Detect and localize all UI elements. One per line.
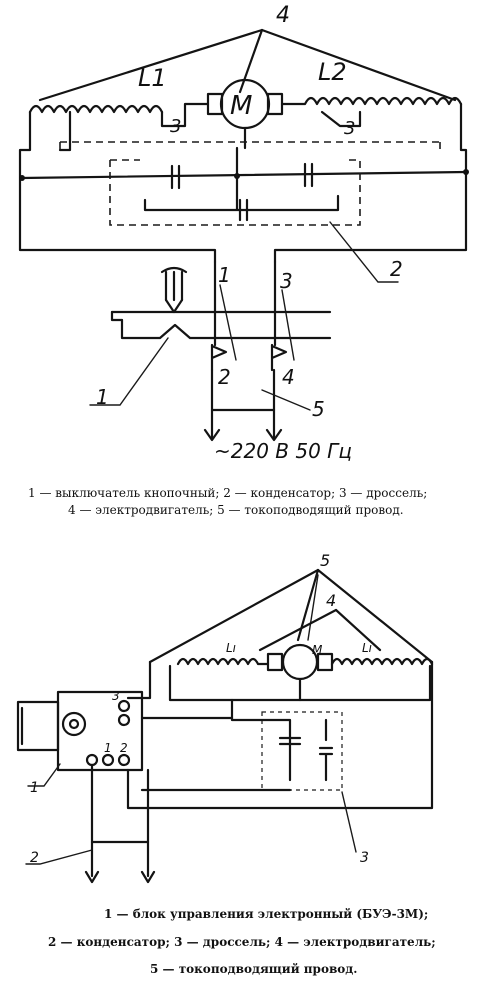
label-5-cord: 5	[312, 397, 325, 421]
label-4-terminal: 4	[282, 365, 295, 389]
wire-4-left	[258, 608, 338, 652]
motor-2-label: M	[312, 643, 323, 657]
wire-top-right	[260, 28, 457, 102]
caption-1-line-1: 1 — выключатель кнопочный; 2 — конденсат…	[28, 486, 427, 500]
label-5-top: 5	[320, 551, 330, 570]
wire-5-right	[316, 568, 434, 664]
terminal-1-label: 1	[104, 741, 112, 755]
wire-top-motor	[238, 28, 264, 94]
diagram-2: 5 4 Lı Lı M 3 1 2 1 2 3 1 — блок управле…	[16, 551, 436, 976]
node-left	[19, 175, 25, 181]
capacitor-2-right	[318, 718, 334, 782]
terminal-3-label: 3	[112, 689, 120, 703]
label-2-cord: 2	[30, 850, 39, 866]
cord-2-wires	[90, 763, 150, 878]
caption-2-line-1: 1 — блок управления электронный (БУЭ-3М)…	[104, 907, 428, 921]
terminal-1	[101, 753, 115, 767]
switch-contacts	[164, 270, 184, 302]
terminal-2-label: 2	[120, 741, 128, 755]
capacitor-right	[303, 162, 314, 188]
coil-l1-label: L1	[138, 64, 167, 92]
label-3-left: 3	[170, 116, 181, 137]
control-dial	[61, 711, 87, 737]
wire-left-tap	[58, 110, 72, 152]
label-3-wire: 3	[280, 269, 293, 293]
switch-button	[164, 298, 184, 314]
wire-4-right	[334, 608, 382, 652]
wire-lower-cap	[143, 194, 340, 212]
capacitor-left	[170, 164, 181, 190]
coil-2-right	[330, 657, 434, 666]
coil-l2-label: L2	[318, 58, 347, 86]
terminal-2	[117, 753, 131, 767]
caption-2-line-2: 2 — конденсатор; 3 — дроссель; 4 — элект…	[48, 935, 436, 949]
switch-left-end	[110, 310, 124, 322]
leader-2-3	[341, 791, 357, 853]
leader-2	[329, 221, 399, 283]
bus-line	[20, 170, 468, 180]
coil-2-left	[176, 657, 270, 666]
label-3-choke: 3	[360, 850, 369, 866]
motor-2-brush-left	[266, 652, 284, 672]
terminal-3-b	[117, 713, 131, 727]
motor-label: M	[230, 91, 252, 121]
label-3-right: 3	[344, 118, 355, 139]
capacitor-2-frame	[261, 711, 343, 791]
label-2-terminal: 2	[218, 365, 231, 389]
wire-right-return	[126, 660, 434, 810]
node-right	[463, 169, 469, 175]
plug-arrows	[203, 428, 283, 442]
leader-wire-1	[219, 284, 237, 361]
label-1-wire: 1	[218, 263, 231, 287]
wire-left-to-block	[126, 660, 152, 700]
coil-l2	[280, 96, 463, 106]
wire-left-loop	[18, 110, 217, 264]
control-block-knob	[16, 700, 60, 752]
wire-l2-tap	[320, 110, 362, 128]
capacitor-2-plates	[278, 736, 302, 746]
choke-2-outline	[168, 664, 432, 702]
plug-2-arrows	[84, 870, 156, 884]
switch-bottom-line	[120, 318, 332, 340]
coil-2-left-label: Lı	[226, 641, 236, 655]
voltage-label: ~220 В 50 Гц	[214, 439, 352, 463]
label-4-top: 4	[276, 3, 290, 28]
flag-right	[270, 343, 288, 372]
coil-2-right-label: Lı	[362, 641, 372, 655]
cord-wires	[210, 368, 276, 440]
flag-left	[210, 343, 228, 372]
leader-2-2	[25, 849, 93, 865]
leader-5	[261, 389, 311, 411]
wire-5-left	[148, 568, 320, 664]
wire-right-loop	[273, 102, 468, 264]
capacitor-bottom	[238, 198, 249, 222]
label-4-top-2: 4	[326, 591, 336, 610]
capacitor-frame	[109, 159, 361, 226]
label-1-block: 1	[30, 780, 39, 796]
leader-wire-3	[281, 289, 295, 361]
terminal-a	[85, 753, 99, 767]
wire-top-left	[38, 28, 264, 102]
motor-brush-left	[206, 92, 224, 116]
caption-2-line-3: 5 — токоподводящий провод.	[150, 962, 357, 976]
switch-top-arc	[160, 266, 188, 274]
diagram-1: 4 M L1 L2 3 3 2 1 3 2 4 1 5 ~220 В 50 Гц…	[18, 3, 469, 517]
control-dial-center	[68, 718, 80, 730]
wire-l1-motor	[160, 102, 210, 128]
capacitor-2-wire-a	[230, 698, 292, 782]
wire-5-mid2	[307, 574, 319, 641]
label-1-switch: 1	[96, 385, 109, 409]
caption-1-line-2: 4 — электродвигатель; 5 — токоподводящий…	[68, 503, 404, 517]
label-2-capacitor: 2	[390, 257, 403, 281]
terminal-3-a	[117, 699, 131, 713]
leader-1	[89, 337, 169, 406]
coil-l1	[28, 104, 164, 114]
leader-2-1	[27, 763, 61, 787]
motor-brush-right	[266, 92, 284, 116]
